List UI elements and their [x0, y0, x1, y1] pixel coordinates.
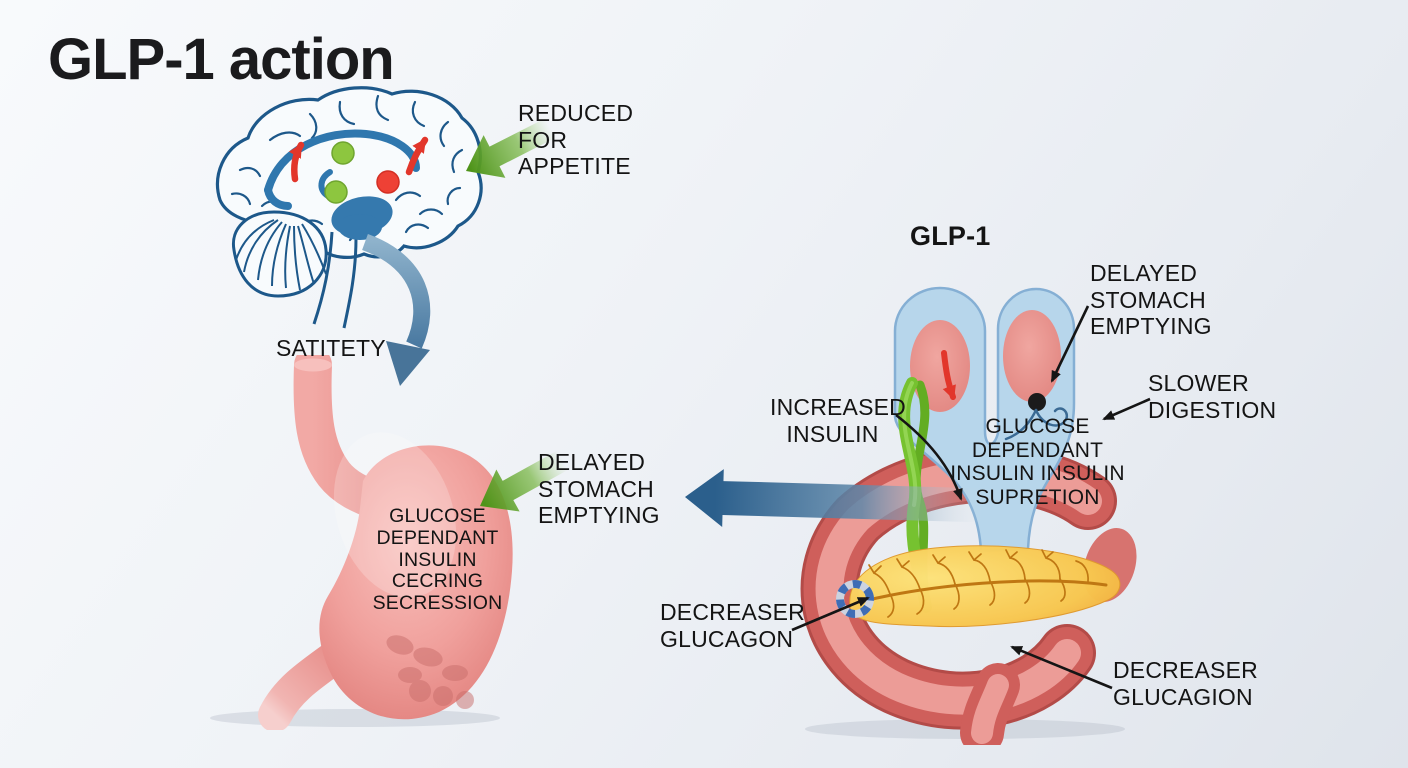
stomach-body [319, 445, 513, 720]
organ-shadow [210, 709, 500, 727]
tube-inner-mucosa [1003, 310, 1061, 402]
red-signal-dot [376, 170, 400, 194]
label-glucose-dependant-right: GLUCOSE DEPENDANT INSULIN INSULIN SUPRET… [950, 415, 1125, 509]
cerebellum [231, 210, 328, 298]
hypothalamus-region-lower [338, 214, 382, 240]
label-delayed-stomach-right: DELAYED STOMACH EMPTYING [1090, 260, 1212, 340]
page-title: GLP-1 action [48, 27, 395, 92]
label-glp1-heading: GLP-1 [910, 221, 991, 251]
pancreas [849, 545, 1121, 628]
label-decreaser-glucagon: DECREASER GLUCAGON [660, 599, 805, 652]
label-reduced-appetite: REDUCED FOR APPETITE [518, 100, 634, 180]
red-down-arrow-icon [941, 350, 956, 400]
label-satiety: SATITETY [276, 335, 386, 361]
label-delayed-stomach-left: DELAYED STOMACH EMPTYING [538, 449, 660, 529]
pyloric-dot [1028, 393, 1046, 411]
green-signal-dot [324, 180, 348, 204]
stomach-illustration [210, 355, 513, 730]
red-up-arrow-icon [288, 136, 429, 183]
stomach-rugae [386, 635, 474, 709]
label-slower-digestion: SLOWER DIGESTION [1148, 370, 1277, 423]
stomach-highlight [333, 432, 457, 598]
pancreatic-ducts [862, 549, 1108, 618]
esophagus-opening [294, 358, 332, 372]
brainstem [312, 231, 358, 329]
green-signal-dot [331, 141, 355, 165]
tube-inner-mucosa [910, 320, 970, 412]
label-decreaser-glucagion: DECREASER GLUCAGION [1113, 657, 1258, 710]
brain-illustration [215, 86, 483, 329]
duodenum-exit [258, 640, 352, 730]
pyloric-curl [1004, 407, 1069, 441]
label-increased-insulin: INCREASED INSULIN [770, 394, 906, 447]
label-stomach-overlay: GLUCOSE DEPENDANT INSULIN CECRING SECRES… [372, 505, 503, 615]
esophagus [293, 355, 396, 520]
